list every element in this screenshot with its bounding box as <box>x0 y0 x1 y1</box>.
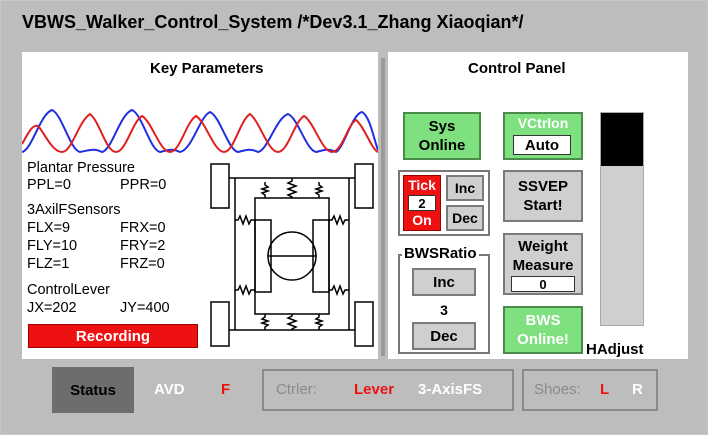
vctrl-value: Auto <box>513 135 571 155</box>
status-tab[interactable]: Status <box>52 367 134 413</box>
frx-value: FRX=0 <box>120 220 166 236</box>
controller-group <box>262 369 514 411</box>
hadjust-label: HAdjust <box>586 341 644 358</box>
tick-value: 2 <box>408 195 436 211</box>
frz-value: FRZ=0 <box>120 256 165 272</box>
sys-online-label: Sys Online <box>418 118 466 154</box>
ssvep-start-button[interactable]: SSVEP Start! <box>503 170 583 222</box>
avd-indicator: AVD <box>154 381 185 398</box>
ppr-value: PPR=0 <box>120 177 167 193</box>
recording-button[interactable]: Recording <box>28 324 198 348</box>
bws-dec-button[interactable]: Dec <box>412 322 476 350</box>
bws-dec-label: Dec <box>430 327 458 345</box>
plantar-pressure-label: Plantar Pressure <box>27 160 135 176</box>
control-lever-label: ControlLever <box>27 282 111 298</box>
vctrl-mode-box[interactable]: VCtrlon Auto <box>503 112 583 160</box>
panel-divider <box>381 58 385 356</box>
tick-inc-button[interactable]: Inc <box>446 175 484 201</box>
hadjust-fill <box>601 113 643 166</box>
weight-value: 0 <box>511 276 575 292</box>
fry-value: FRY=2 <box>120 238 166 254</box>
hadjust-slider[interactable] <box>600 112 644 326</box>
walker-diagram <box>210 163 374 347</box>
tick-dec-button[interactable]: Dec <box>446 205 484 231</box>
ppl-value: PPL=0 <box>27 177 71 193</box>
wheel-top-left <box>210 163 230 209</box>
bws-online-button[interactable]: BWS Online! <box>503 306 583 354</box>
shoes-label: Shoes: <box>534 381 581 398</box>
tick-toggle[interactable]: Tick 2 On <box>403 175 441 231</box>
wheel-bottom-right <box>354 301 374 347</box>
wheel-top-right <box>354 163 374 209</box>
pressure-waveform <box>22 108 378 154</box>
control-panel-title: Control Panel <box>468 60 566 77</box>
key-parameters-panel <box>22 52 378 359</box>
f-indicator: F <box>221 381 231 398</box>
bws-ratio-title: BWSRatio <box>402 245 479 262</box>
ssvep-label: SSVEP Start! <box>517 178 569 214</box>
bws-inc-button[interactable]: Inc <box>412 268 476 296</box>
weight-measure-button[interactable]: Weight Measure 0 <box>503 233 583 295</box>
bws-ratio-value: 3 <box>440 302 448 318</box>
window-title: VBWS_Walker_Control_System /*Dev3.1_Zhan… <box>22 12 524 32</box>
sensors-label: 3AxilFSensors <box>27 202 121 218</box>
wheel-bottom-left <box>210 301 230 347</box>
jx-value: JX=202 <box>27 300 77 316</box>
fly-value: FLY=10 <box>27 238 78 254</box>
lever-indicator[interactable]: Lever <box>354 381 395 398</box>
tick-label: Tick <box>408 177 436 193</box>
shoe-left-indicator[interactable]: L <box>600 381 610 398</box>
flx-value: FLX=9 <box>27 220 71 236</box>
waveform-left <box>22 108 378 154</box>
tick-dec-label: Dec <box>452 210 478 226</box>
bws-online-label: BWS Online! <box>517 312 569 348</box>
tick-inc-label: Inc <box>454 180 476 196</box>
sys-online-button[interactable]: Sys Online <box>403 112 481 160</box>
vctrl-label: VCtrlon <box>517 115 569 131</box>
jy-value: JY=400 <box>120 300 170 316</box>
shoe-right-indicator[interactable]: R <box>632 381 643 398</box>
recording-label: Recording <box>75 327 151 345</box>
ctrler-label: Ctrler: <box>276 381 317 398</box>
bws-inc-label: Inc <box>433 273 455 291</box>
axis-fs-indicator[interactable]: 3-AxisFS <box>418 381 483 398</box>
tick-state: On <box>412 212 432 228</box>
status-label: Status <box>70 381 116 399</box>
flz-value: FLZ=1 <box>27 256 70 272</box>
shoes-group <box>522 369 658 411</box>
waveform-right <box>22 112 378 154</box>
key-parameters-title: Key Parameters <box>150 60 264 77</box>
weight-measure-label: Weight Measure <box>512 238 574 274</box>
